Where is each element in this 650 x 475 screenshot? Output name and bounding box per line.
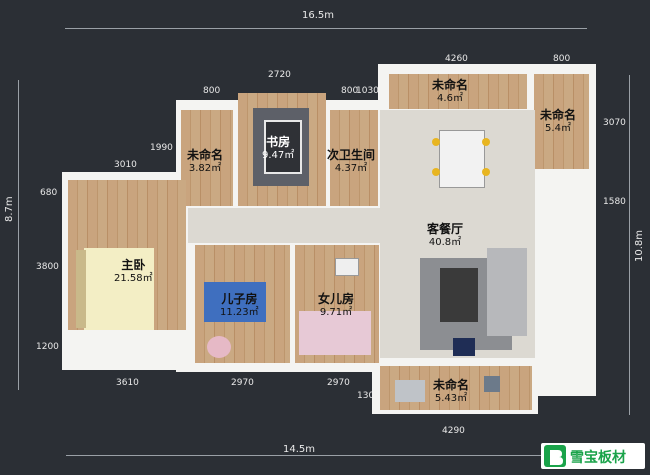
- right-dimension-line: [629, 75, 630, 415]
- room-name: 儿子房: [221, 292, 258, 306]
- top-dimension-line: [65, 28, 587, 29]
- bottom-segment-dimension: 3610: [116, 378, 139, 388]
- dining-chair: [482, 168, 490, 176]
- room-name: 未命名: [433, 378, 470, 392]
- armchair: [453, 338, 475, 356]
- balcony-table: [395, 380, 425, 402]
- top-segment-dimension: 4260: [445, 54, 468, 64]
- room-area: 9.47㎡: [262, 150, 295, 161]
- top-segment-dimension: 800: [341, 86, 359, 96]
- daughter-desk: [335, 258, 359, 276]
- son-bed: [204, 282, 266, 322]
- snow-logo-icon: [544, 445, 566, 467]
- room-area: 4.6㎡: [437, 93, 463, 104]
- top-segment-dimension: 800: [553, 54, 571, 64]
- room-name: 主卧: [121, 258, 146, 272]
- left-total-dimension: 8.7m: [4, 196, 15, 222]
- master-bed: [84, 248, 154, 330]
- dining-chair: [432, 168, 440, 176]
- room-area: 3.82㎡: [188, 163, 222, 174]
- right-total-dimension: 10.8m: [634, 229, 645, 262]
- brand-name: 雪宝板材: [570, 450, 626, 466]
- left-segment-dimension: 3010: [114, 160, 137, 170]
- room-name: 客餐厅: [427, 222, 464, 236]
- bed-headboard: [76, 250, 86, 328]
- top-total-dimension: 16.5m: [302, 10, 335, 21]
- room-area: 9.71㎡: [319, 307, 353, 318]
- bottom-segment-dimension: 2970: [231, 378, 254, 388]
- room-area: 5.4㎡: [545, 123, 571, 134]
- right-segment-dimension: 1580: [603, 197, 626, 207]
- room-name: 未命名: [187, 148, 224, 162]
- hallway: [188, 208, 380, 243]
- small-room: [181, 110, 233, 206]
- bottom-dimension-line: [66, 455, 572, 456]
- daughter-bed: [299, 311, 371, 355]
- storage-room-right: [534, 74, 589, 169]
- left-segment-dimension: 3800: [36, 262, 59, 272]
- top-segment-dimension: 800: [203, 86, 221, 96]
- room-area: 40.8㎡: [428, 237, 462, 248]
- bottom-segment-dimension: 1300: [357, 391, 380, 401]
- bathroom: [330, 110, 378, 206]
- bottom-total-dimension: 14.5m: [283, 444, 316, 455]
- sofa: [487, 248, 527, 336]
- storage-room-top: [389, 74, 527, 109]
- top-segment-dimension: 2720: [268, 70, 291, 80]
- brand-badge: 雪宝板材: [541, 443, 645, 469]
- room-name: 未命名: [432, 78, 469, 92]
- bottom-segment-dimension: 2970: [327, 378, 350, 388]
- left-segment-dimension: 1200: [36, 342, 59, 352]
- coffee-table: [440, 268, 478, 322]
- dining-chair: [432, 138, 440, 146]
- bottom-segment-dimension: 4290: [442, 426, 465, 436]
- room-name: 未命名: [540, 108, 577, 122]
- room-name: 书房: [266, 135, 291, 149]
- dining-chair: [482, 138, 490, 146]
- room-name: 次卫生间: [327, 148, 376, 162]
- dining-table: [439, 130, 485, 188]
- room-area: 4.37㎡: [334, 163, 368, 174]
- study-desk: [264, 120, 302, 174]
- room-name: 女儿房: [318, 292, 355, 306]
- left-segment-dimension: 680: [40, 188, 58, 198]
- balcony-chair: [484, 376, 500, 392]
- room-area: 21.58㎡: [114, 273, 153, 284]
- right-segment-dimension: 3070: [603, 118, 626, 128]
- room-area: 5.43㎡: [434, 393, 468, 404]
- left-segment-dimension: 1990: [150, 143, 173, 153]
- room-area: 11.23㎡: [220, 307, 259, 318]
- son-rug: [207, 336, 231, 358]
- left-dimension-line: [18, 80, 19, 390]
- top-segment-dimension: 1030: [356, 86, 379, 96]
